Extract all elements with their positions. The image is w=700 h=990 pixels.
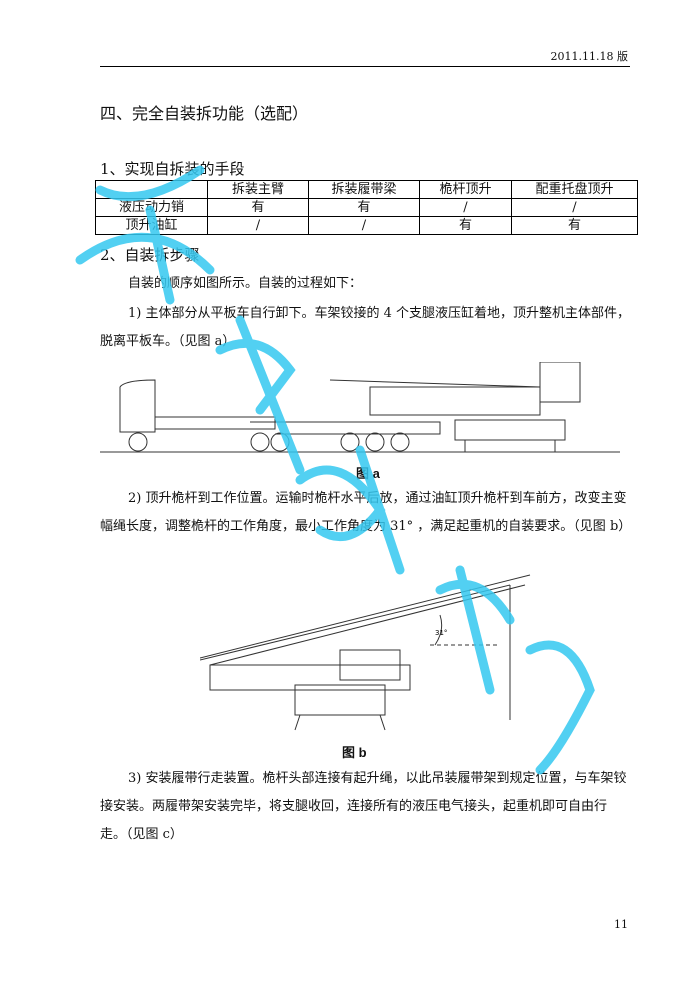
table-header-row: 拆装主臂 拆装履带梁 桅杆顶升 配重托盘顶升 — [95, 180, 638, 199]
section-title: 四、完全自装拆功能（选配） — [100, 104, 309, 123]
subsection-title-2: 2、自装拆步骤 — [100, 246, 200, 264]
table-cell: 有 — [419, 216, 512, 235]
figure-b-caption: 图 b — [342, 745, 367, 760]
header-rule — [100, 66, 630, 67]
paragraph-intro: 自装的顺序如图所示。自装的过程如下： — [128, 276, 363, 291]
subsection-title-1: 1、实现自拆装的手段 — [100, 160, 245, 178]
table-cell: 配重托盘顶升 — [511, 180, 638, 199]
angle-label: 31° — [435, 629, 447, 637]
watermark-strokes — [75, 165, 595, 775]
paragraph-step-1: 1) 主体部分从平板车自行卸下。车架铰接的 4 个支腿液压缸着地，顶升整机主体部… — [100, 306, 631, 349]
page-number: 11 — [614, 918, 628, 931]
paragraph-step-3: 3) 安装履带行走装置。桅杆头部连接有起升绳，以此吊装履带架到规定位置，与车架铰… — [100, 771, 627, 842]
version-header: 2011.11.18 版 — [550, 50, 628, 63]
self-assembly-means-table: 拆装主臂 拆装履带梁 桅杆顶升 配重托盘顶升 液压动力销 有 有 / / 顶升油… — [95, 180, 638, 235]
table-cell: 有 — [511, 216, 638, 235]
